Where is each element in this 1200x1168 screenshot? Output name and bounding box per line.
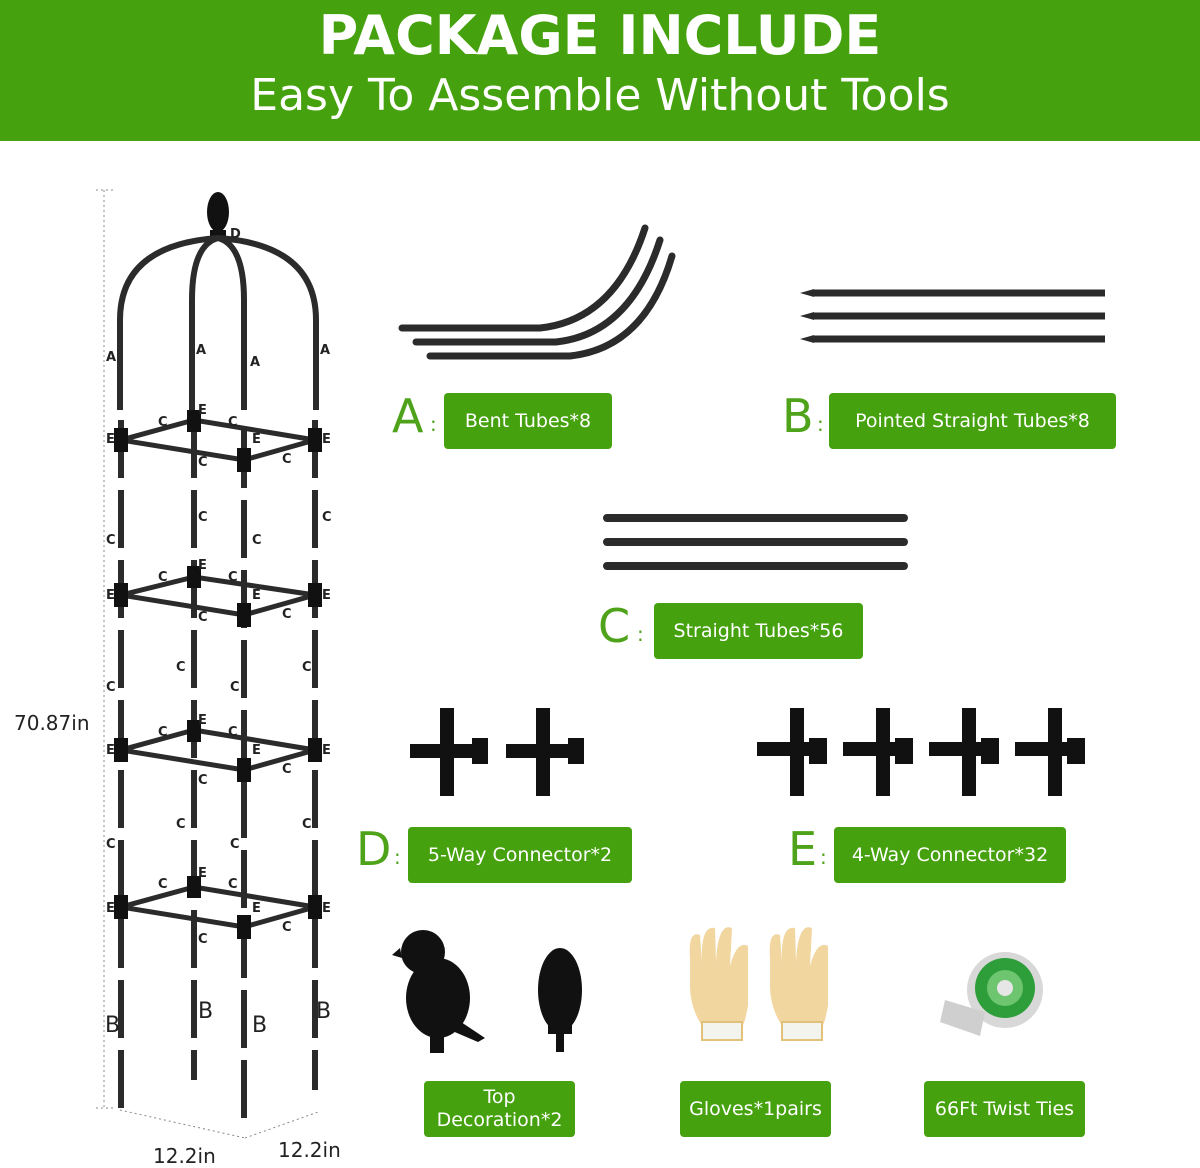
top-decoration-image — [392, 930, 582, 1053]
width-dimension-1: 12.2in — [153, 1144, 216, 1168]
part-colon-d: : — [394, 845, 401, 869]
diagram-label-e: E — [322, 588, 331, 603]
diagram-label-c: C — [106, 533, 116, 548]
diagram-label-c: C — [198, 773, 208, 788]
height-dimension: 70.87in — [14, 711, 90, 735]
pointed-straight-tubes-label: Pointed Straight Tubes*8 — [829, 393, 1116, 449]
diagram-label-c: C — [228, 725, 238, 740]
diagram-label-c: C — [228, 415, 238, 430]
banner-title: PACKAGE INCLUDE — [318, 4, 882, 67]
diagram-label-a2: A — [196, 343, 207, 358]
width-dimension-2: 12.2in — [278, 1138, 341, 1162]
diagram-label-b: B — [198, 999, 214, 1024]
diagram-label-c: C — [198, 610, 208, 625]
diagram-label-c: C — [282, 607, 292, 622]
diagram-label-e: E — [252, 432, 261, 447]
diagram-label-c: C — [302, 660, 312, 675]
straight-tubes-image — [603, 514, 908, 570]
diagram-label-d: D — [230, 227, 241, 242]
diagram-label-b: B — [316, 999, 332, 1024]
diagram-label-b: B — [105, 1013, 121, 1038]
diagram-label-c: C — [230, 680, 240, 695]
straight-tubes-label: Straight Tubes*56 — [654, 603, 863, 659]
diagram-label-e: E — [106, 432, 115, 447]
diagram-label-c: C — [106, 837, 116, 852]
part-letter-d: D — [356, 822, 392, 876]
diagram-label-e: E — [252, 588, 261, 603]
diagram-label-c: C — [302, 817, 312, 832]
part-letter-c: C — [598, 599, 631, 653]
diagram-label-c: C — [158, 725, 168, 740]
four-way-connector-label: 4-Way Connector*32 — [834, 827, 1066, 883]
diagram-label-c: C — [282, 920, 292, 935]
diagram-label-c: C — [322, 510, 332, 525]
part-colon-a: : — [430, 412, 437, 436]
gloves-label: Gloves*1pairs — [680, 1081, 831, 1137]
twist-ties-label: 66Ft Twist Ties — [924, 1081, 1085, 1137]
diagram-label-c: C — [176, 817, 186, 832]
diagram-label-e: E — [322, 743, 331, 758]
part-letter-e: E — [788, 822, 818, 876]
diagram-label-e: E — [106, 588, 115, 603]
part-colon-e: : — [820, 845, 827, 869]
diagram-label-b: B — [252, 1013, 268, 1038]
twist-ties-image — [940, 952, 1043, 1036]
diagram-label-a3: A — [250, 355, 261, 370]
diagram-label-e: E — [252, 901, 261, 916]
diagram-label-c: C — [198, 510, 208, 525]
header-banner: PACKAGE INCLUDE Easy To Assemble Without… — [0, 0, 1200, 141]
diagram-label-c: C — [176, 660, 186, 675]
banner-subtitle: Easy To Assemble Without Tools — [250, 70, 950, 121]
diagram-label-e: E — [198, 403, 207, 418]
diagram-label-e: E — [198, 866, 207, 881]
diagram-label-e: E — [322, 432, 331, 447]
diagram-label-c: C — [158, 570, 168, 585]
diagram-label-e: E — [106, 743, 115, 758]
gloves-image — [689, 927, 828, 1041]
part-colon-b: : — [817, 412, 824, 436]
top-decoration-label: Top Decoration*2 — [424, 1081, 575, 1137]
diagram-label-c: C — [282, 762, 292, 777]
five-way-connector-image — [410, 708, 584, 796]
part-letter-a: A — [392, 389, 424, 443]
pointed-tubes-image — [812, 289, 1105, 343]
diagram-label-a1: A — [106, 350, 117, 365]
diagram-label-c: C — [158, 415, 168, 430]
diagram-label-c: C — [228, 570, 238, 585]
diagram-label-e: E — [198, 558, 207, 573]
diagram-label-c: C — [158, 877, 168, 892]
diagram-label-c: C — [230, 837, 240, 852]
diagram-label-e: E — [198, 713, 207, 728]
diagram-label-e: E — [252, 743, 261, 758]
diagram-label-c: C — [228, 877, 238, 892]
bent-tubes-label: Bent Tubes*8 — [444, 393, 612, 449]
part-letter-b: B — [782, 389, 814, 443]
part-colon-c: : — [637, 622, 644, 646]
diagram-label-c: C — [252, 533, 262, 548]
bent-tubes-image — [398, 224, 676, 360]
diagram-label-c: C — [282, 452, 292, 467]
diagram-label-e: E — [106, 901, 115, 916]
diagram-label-a4: A — [320, 343, 331, 358]
diagram-label-e: E — [322, 901, 331, 916]
diagram-label-c: C — [198, 932, 208, 947]
diagram-label-c: C — [106, 680, 116, 695]
diagram-label-c: C — [198, 455, 208, 470]
four-way-connector-image — [757, 708, 1085, 796]
five-way-connector-label: 5-Way Connector*2 — [408, 827, 632, 883]
